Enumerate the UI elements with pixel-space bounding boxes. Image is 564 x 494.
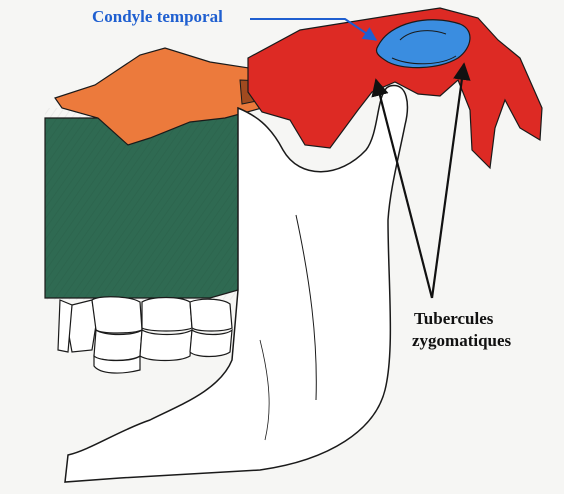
condyle-leader-line [250, 18, 378, 41]
tubercles-label-line1: Tubercules [414, 309, 494, 328]
teeth [57, 296, 233, 374]
mandible [64, 84, 409, 483]
temporal-bone [247, 7, 543, 170]
tubercles-label-line2: zygomatiques [412, 331, 512, 350]
tubercle-arrow-left [371, 78, 434, 299]
temporal-condyle [375, 19, 471, 69]
tubercle-arrow-right [430, 62, 471, 299]
condyle-label: Condyle temporal [92, 7, 223, 26]
